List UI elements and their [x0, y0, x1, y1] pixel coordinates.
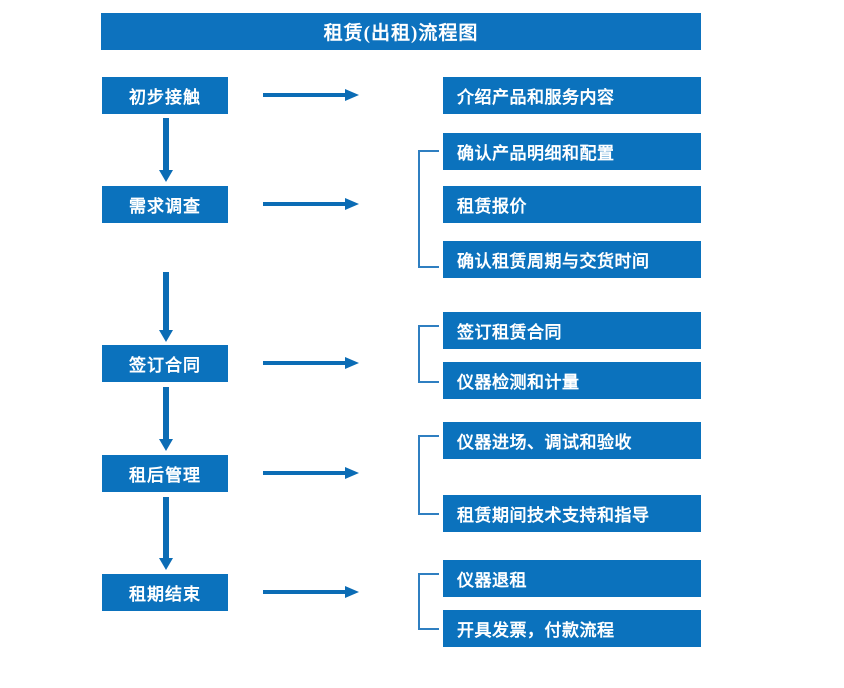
task-box-7[interactable]: 仪器进场、调试和验收 — [443, 422, 701, 459]
arrow-head-down-icon — [159, 558, 173, 570]
task-box-4[interactable]: 确认租赁周期与交货时间 — [443, 241, 701, 278]
stage-box-1[interactable]: 初步接触 — [102, 77, 228, 114]
vertical-arrow-4 — [159, 497, 173, 570]
task-box-2[interactable]: 确认产品明细和配置 — [443, 133, 701, 170]
arrow-shaft — [163, 497, 169, 558]
group-bracket-1 — [418, 150, 439, 268]
task-box-9[interactable]: 仪器退租 — [443, 560, 701, 597]
task-box-1[interactable]: 介绍产品和服务内容 — [443, 77, 701, 114]
vertical-arrow-2 — [159, 272, 173, 342]
arrow-shaft — [263, 471, 347, 475]
stage-box-2[interactable]: 需求调查 — [102, 186, 228, 223]
task-box-6[interactable]: 仪器检测和计量 — [443, 362, 701, 399]
arrow-head-right-icon — [345, 586, 359, 598]
arrow-head-right-icon — [345, 89, 359, 101]
horizontal-arrow-5 — [263, 584, 359, 600]
task-box-3[interactable]: 租赁报价 — [443, 186, 701, 223]
group-bracket-2 — [418, 325, 439, 383]
arrow-head-down-icon — [159, 439, 173, 451]
horizontal-arrow-4 — [263, 465, 359, 481]
group-bracket-3 — [418, 435, 439, 515]
stage-box-5[interactable]: 租期结束 — [102, 574, 228, 611]
arrow-shaft — [163, 387, 169, 439]
arrow-shaft — [163, 118, 169, 170]
arrow-head-down-icon — [159, 170, 173, 182]
horizontal-arrow-2 — [263, 196, 359, 212]
horizontal-arrow-1 — [263, 87, 359, 103]
stage-box-4[interactable]: 租后管理 — [102, 455, 228, 492]
task-box-10[interactable]: 开具发票，付款流程 — [443, 610, 701, 647]
arrow-head-right-icon — [345, 198, 359, 210]
horizontal-arrow-3 — [263, 355, 359, 371]
arrow-shaft — [263, 202, 347, 206]
vertical-arrow-3 — [159, 387, 173, 451]
arrow-head-down-icon — [159, 330, 173, 342]
arrow-head-right-icon — [345, 357, 359, 369]
diagram-title: 租赁(出租)流程图 — [101, 13, 701, 50]
vertical-arrow-1 — [159, 118, 173, 182]
stage-box-3[interactable]: 签订合同 — [102, 345, 228, 382]
arrow-head-right-icon — [345, 467, 359, 479]
arrow-shaft — [263, 361, 347, 365]
arrow-shaft — [163, 272, 169, 330]
task-box-5[interactable]: 签订租赁合同 — [443, 312, 701, 349]
arrow-shaft — [263, 590, 347, 594]
arrow-shaft — [263, 93, 347, 97]
task-box-8[interactable]: 租赁期间技术支持和指导 — [443, 495, 701, 532]
group-bracket-4 — [418, 573, 439, 630]
